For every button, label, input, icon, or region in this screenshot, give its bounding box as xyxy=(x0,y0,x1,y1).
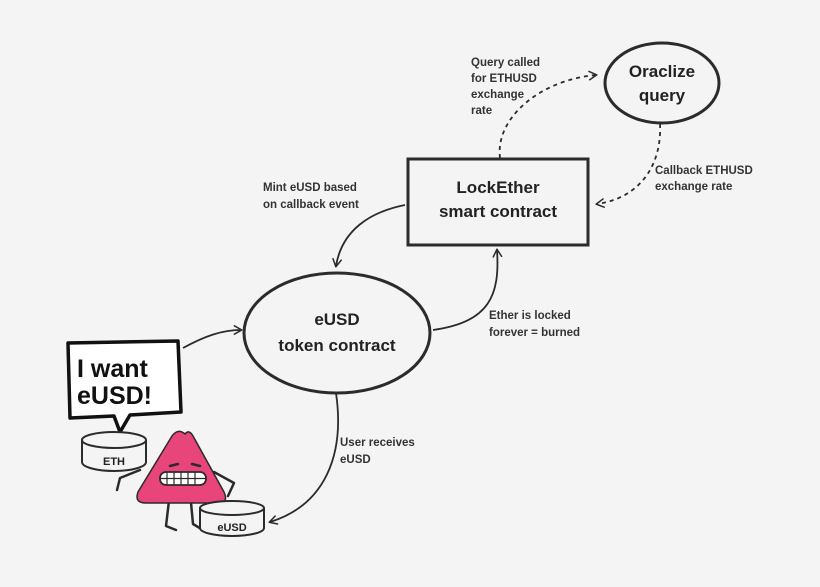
speech-line-2: eUSD! xyxy=(77,382,152,410)
arrow-query-called xyxy=(498,70,598,159)
label-callback-line-2: exchange rate xyxy=(655,181,732,193)
arrow-ether-locked xyxy=(432,248,503,331)
label-query-line-3: exchange xyxy=(471,89,524,101)
label-user-line-1: User receives xyxy=(340,437,415,449)
lockether-label-line-2: smart contract xyxy=(439,202,557,221)
eusd-coin-label: eUSD xyxy=(217,522,246,534)
node-oraclize-query: Oraclize query xyxy=(603,41,721,125)
label-ether-locked: Ether is locked forever = burned xyxy=(489,310,580,339)
arrow-user-request xyxy=(182,325,243,349)
label-mint: Mint eUSD based on callback event xyxy=(263,182,359,211)
lockether-label-line-1: LockEther xyxy=(456,178,540,197)
oracle-label-line-1: Oraclize xyxy=(629,62,695,81)
oracle-label-line-2: query xyxy=(639,86,686,105)
label-mint-line-2: on callback event xyxy=(263,199,359,211)
label-query-line-4: rate xyxy=(471,105,492,117)
speech-line-1: I want xyxy=(77,355,149,383)
eth-coin-label: ETH xyxy=(103,456,125,468)
label-ether-line-1: Ether is locked xyxy=(489,310,571,322)
eusd-coin-icon: eUSD xyxy=(199,500,265,537)
label-query-line-1: Query called xyxy=(471,57,540,69)
arrow-user-receives xyxy=(268,392,339,525)
eth-coin-icon: ETH xyxy=(81,431,147,472)
character-mascot-icon xyxy=(115,430,236,532)
arrow-callback xyxy=(595,123,661,208)
label-ether-line-2: forever = burned xyxy=(489,327,580,339)
node-lockether: LockEther smart contract xyxy=(406,157,590,247)
arrow-mint xyxy=(332,204,406,268)
eusd-contract-label-line-1: eUSD xyxy=(314,310,359,329)
node-eusd-contract: eUSD token contract xyxy=(242,271,432,395)
label-callback: Callback ETHUSD exchange rate xyxy=(655,165,753,193)
label-user-receives: User receives eUSD xyxy=(340,437,415,466)
label-user-line-2: eUSD xyxy=(340,454,371,466)
eusd-contract-label-line-2: token contract xyxy=(278,336,395,355)
label-query-line-2: for ETHUSD xyxy=(471,73,537,85)
label-query-called: Query called for ETHUSD exchange rate xyxy=(471,57,540,117)
label-mint-line-1: Mint eUSD based xyxy=(263,182,357,194)
label-callback-line-1: Callback ETHUSD xyxy=(655,165,753,177)
speech-bubble: I want eUSD! xyxy=(66,339,183,434)
